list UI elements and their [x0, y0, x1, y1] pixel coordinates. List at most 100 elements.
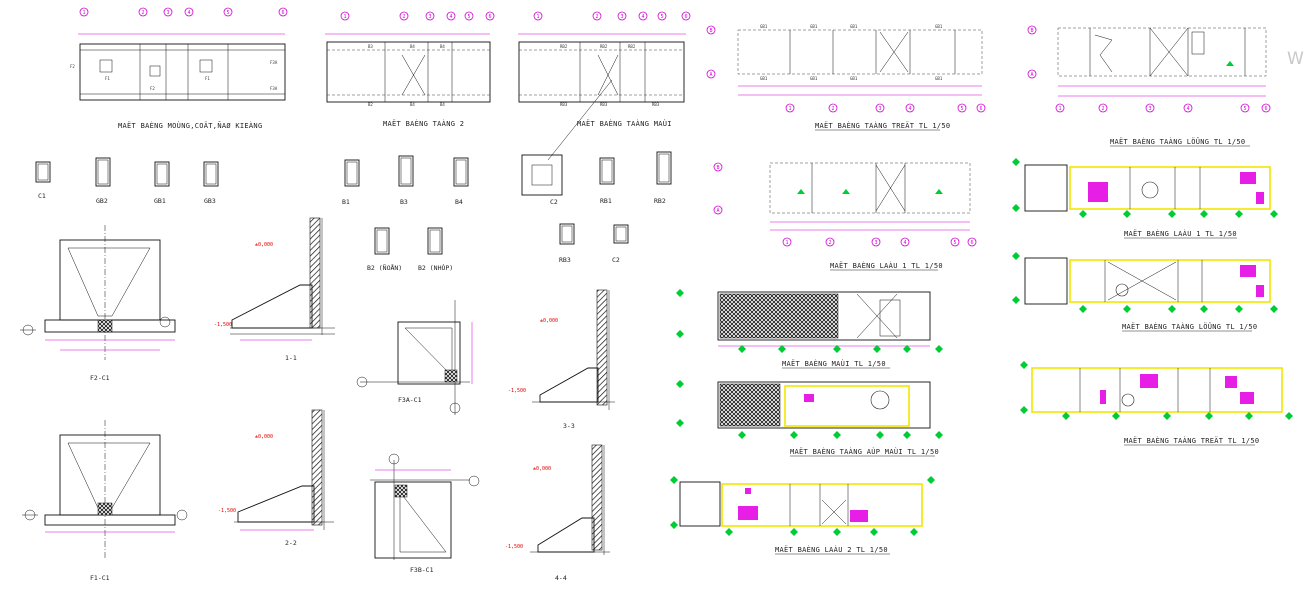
svg-text:GB1: GB1	[850, 24, 858, 29]
foundation-plan-title: MAËT BAÈNG MOÙNG,COÄT,ÑAØ KIEÀNG	[118, 121, 262, 130]
svg-text:RB2: RB2	[600, 44, 608, 49]
footing-f1-c1: F1-C1	[22, 420, 188, 582]
svg-text:GB1: GB1	[760, 24, 768, 29]
footing-f1-c1-label: F1-C1	[90, 574, 110, 582]
svg-text:5: 5	[953, 240, 956, 246]
svg-text:F2: F2	[70, 64, 75, 69]
svg-text:1: 1	[788, 106, 791, 112]
svg-text:±0,000: ±0,000	[533, 466, 551, 472]
svg-text:-1,500: -1,500	[508, 388, 526, 394]
svg-text:4: 4	[1186, 106, 1189, 112]
svg-text:1: 1	[343, 14, 346, 20]
svg-text:6: 6	[281, 10, 284, 16]
section-b1-label: B1	[342, 198, 350, 206]
section-1-1: ±0,000 -1,500 1-1	[214, 217, 335, 362]
watermark-letter: W	[1287, 49, 1304, 69]
svg-text:4: 4	[908, 106, 911, 112]
grid-bubbles-mezz: 1 2 3 4 5 6	[1055, 103, 1271, 113]
footing-f3a-c1: F3A-C1	[356, 300, 473, 415]
svg-text:GB1: GB1	[810, 76, 818, 81]
svg-text:GB1: GB1	[850, 76, 858, 81]
mezz-arch-title: MAËT BAÈNG TAÀNG LÖÛNG TL 1/50	[1122, 322, 1257, 331]
svg-text:RB3: RB3	[652, 102, 660, 107]
floor2-arch-plan: MAËT BAÈNG LAÀU 2 TL 1/50	[670, 476, 935, 555]
beam-sections-row: C1 GB2 GB1 GB3 B1 B3 B4 C2 RB1 RB2 B2 (Ñ…	[35, 151, 672, 272]
svg-text:5: 5	[226, 10, 229, 16]
svg-text:6: 6	[488, 14, 491, 20]
mezzanine-structure-title: MAËT BAÈNG TAÀNG LÖÛNG TL 1/50	[1110, 137, 1245, 146]
section-b2-nhip-label: B2 (NHÒP)	[418, 263, 453, 272]
svg-text:3: 3	[1148, 106, 1151, 112]
floor1-structure-plan: B A 1 2 3 4 5 6 MAËT BAÈNG LAÀU 1 TL 1/5…	[713, 162, 977, 271]
svg-text:5: 5	[660, 14, 663, 20]
svg-text:-1,500: -1,500	[214, 322, 232, 328]
section-3-3-label: 3-3	[563, 422, 575, 430]
svg-text:6: 6	[1264, 106, 1267, 112]
svg-text:B4: B4	[440, 44, 445, 49]
svg-text:1: 1	[1058, 106, 1061, 112]
svg-text:-1,500: -1,500	[505, 544, 523, 550]
section-c2-label: C2	[550, 198, 558, 206]
ground-arch-plan: MAËT BAÈNG TAÀNG TREÄT TL 1/50	[1020, 361, 1293, 446]
svg-text:A: A	[1030, 72, 1033, 78]
svg-text:6: 6	[970, 240, 973, 246]
svg-text:5: 5	[1243, 106, 1246, 112]
svg-text:1: 1	[82, 10, 85, 16]
svg-text:A: A	[709, 72, 712, 78]
roof-structure-title: MAËT BAÈNG TAÀNG MAÙI	[577, 119, 672, 128]
grid-bubbles-roof: 1 2 3 4 5 6	[533, 11, 691, 21]
svg-text:3: 3	[878, 106, 881, 112]
section-rb2-label: RB2	[654, 197, 666, 205]
svg-text:F1: F1	[105, 76, 110, 81]
section-c1-label: C1	[38, 192, 46, 200]
floor1-structure-title: MAËT BAÈNG LAÀU 1 TL 1/50	[830, 261, 943, 270]
section-gb3-label: GB3	[204, 197, 216, 205]
svg-text:GB1: GB1	[810, 24, 818, 29]
section-4-4: ±0,000 -1,500 4-4	[505, 444, 610, 582]
svg-text:2: 2	[828, 240, 831, 246]
mezz-arch-plan: MAËT BAÈNG TAÀNG LÖÛNG TL 1/50	[1012, 252, 1278, 332]
svg-text:B: B	[1030, 28, 1033, 34]
svg-text:±0,000: ±0,000	[255, 242, 273, 248]
section-b4-label: B4	[455, 198, 463, 206]
svg-text:2: 2	[1101, 106, 1104, 112]
ground-arch-title: MAËT BAÈNG TAÀNG TREÄT TL 1/50	[1124, 436, 1259, 445]
svg-text:F1: F1	[205, 76, 210, 81]
footing-f3b-c1-label: F3B-C1	[410, 566, 434, 574]
section-b3-label: B3	[400, 198, 408, 206]
section-1-1-label: 1-1	[285, 354, 297, 362]
roof-floor-arch-plan: MAËT BAÈNG TAÀNG AÙP MAÙI TL 1/50	[676, 380, 943, 457]
svg-text:3: 3	[620, 14, 623, 20]
grid-bubbles-ground: 1 2 3 4 5 6	[785, 103, 986, 113]
section-rb3-label: RB3	[559, 256, 571, 264]
svg-text:B: B	[709, 28, 712, 34]
grid-bubbles-floor2: 1 2 3 4 5 6	[340, 11, 495, 21]
floor1-arch-title: MAËT BAÈNG LAÀU 1 TL 1/50	[1124, 229, 1237, 238]
section-gb2-label: GB2	[96, 197, 108, 205]
svg-text:B4: B4	[410, 44, 415, 49]
svg-text:4: 4	[903, 240, 906, 246]
svg-text:4: 4	[641, 14, 644, 20]
footing-f2-c1: F2-C1	[20, 225, 176, 382]
section-b2-doan-label: B2 (ÑOÅN)	[367, 263, 402, 272]
svg-text:1: 1	[785, 240, 788, 246]
section-2-2-label: 2-2	[285, 539, 297, 547]
svg-text:6: 6	[979, 106, 982, 112]
svg-text:2: 2	[831, 106, 834, 112]
svg-text:3: 3	[166, 10, 169, 16]
section-2-2: ±0,000 -1,500 2-2	[218, 409, 334, 547]
svg-text:B2: B2	[368, 102, 373, 107]
grid-bubbles-foundation: 1 2 3 4 5 6	[79, 7, 288, 17]
ground-structure-title: MAËT BAÈNG TAÀNG TREÄT TL 1/50	[815, 121, 950, 130]
svg-text:B3: B3	[368, 44, 373, 49]
footing-f3b-c1: F3B-C1	[370, 453, 480, 574]
svg-text:±0,000: ±0,000	[255, 434, 273, 440]
mezzanine-structure-plan: B A 1 2 3 4 5 6 MAËT BAÈNG TAÀNG LÖÛNG T…	[1027, 25, 1304, 147]
floor1-arch-plan: MAËT BAÈNG LAÀU 1 TL 1/50	[1012, 158, 1278, 239]
svg-text:3: 3	[428, 14, 431, 20]
svg-text:4: 4	[449, 14, 452, 20]
